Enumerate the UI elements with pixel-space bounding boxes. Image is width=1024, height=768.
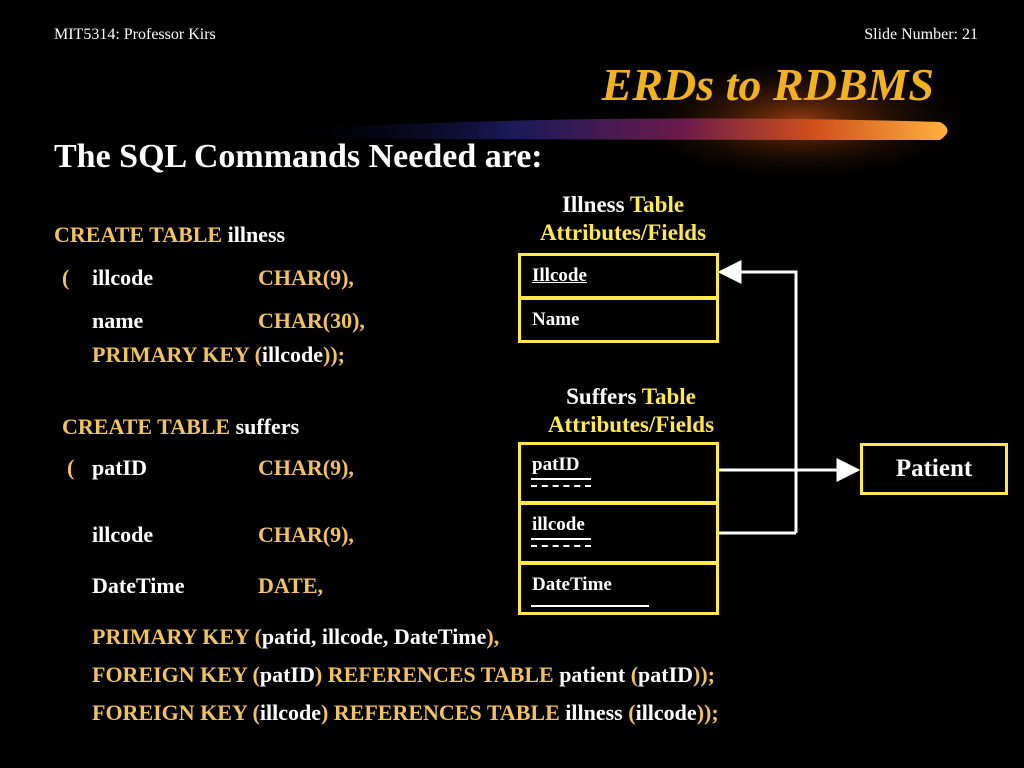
sql-ref-table: illness xyxy=(565,700,623,725)
suffers-field-datetime: DateTime xyxy=(518,562,719,615)
sql-field-type: CHAR(9), xyxy=(258,522,354,547)
suffers-field-illcode: illcode xyxy=(518,502,719,564)
illcode-reference-line xyxy=(717,260,798,533)
illness-field-name: Name xyxy=(518,297,719,343)
sql-key-field: illcode xyxy=(259,700,321,725)
sql-key-field: illcode xyxy=(261,342,324,367)
field-label: DateTime xyxy=(532,574,612,595)
sql-keyword: FOREIGN KEY ( xyxy=(92,700,260,725)
sql-field-name: illcode xyxy=(92,265,154,290)
sql-table-name: suffers xyxy=(235,414,300,439)
sql-field-name: name xyxy=(92,308,144,333)
sql-field-name: illcode xyxy=(92,522,154,547)
heading-text: Attributes/Fields xyxy=(539,220,707,245)
sql-field-name: patID xyxy=(92,455,148,480)
sql-punct: )); xyxy=(696,700,719,725)
sql-open-paren: ( xyxy=(67,455,75,480)
illness-table-heading: Illness Table Attributes/Fields xyxy=(500,191,746,247)
sql-keyword: ) REFERENCES TABLE xyxy=(314,662,554,687)
slide-number: Slide Number: 21 xyxy=(864,26,978,43)
course-label: MIT5314: Professor Kirs xyxy=(54,26,216,43)
sql-keyword: FOREIGN KEY ( xyxy=(92,662,260,687)
slide-title: ERDs to RDBMS xyxy=(601,59,934,110)
sql-primary-key: PRIMARY KEY (patid, illcode, DateTime), xyxy=(92,624,499,650)
key-underline xyxy=(531,605,649,607)
sql-punct: ( xyxy=(622,700,636,725)
sql-keyword: CREATE TABLE xyxy=(54,222,223,247)
patient-entity-box: Patient xyxy=(860,443,1008,495)
key-underline xyxy=(531,538,591,540)
foreign-key-dashes xyxy=(531,485,591,487)
sql-punct: ), xyxy=(486,624,500,649)
sql-field-type: DATE, xyxy=(258,573,323,598)
heading-text: Table xyxy=(629,192,685,217)
sql-ref-field: patID xyxy=(638,662,694,687)
heading-text: Attributes/Fields xyxy=(547,412,715,437)
heading-text: Suffers xyxy=(566,384,637,409)
suffers-field-patid: patID xyxy=(518,442,719,504)
sql-foreign-key-patid: FOREIGN KEY (patID) REFERENCES TABLE pat… xyxy=(92,662,715,688)
heading-text: Illness xyxy=(561,192,625,217)
sql-key-field: patID xyxy=(259,662,315,687)
field-label: patID xyxy=(532,454,580,475)
sql-keyword: PRIMARY KEY ( xyxy=(92,342,262,367)
sql-ref-field: illcode xyxy=(635,700,697,725)
sql-foreign-key-illcode: FOREIGN KEY (illcode) REFERENCES TABLE i… xyxy=(92,700,719,726)
sql-key-fields: patid, illcode, DateTime xyxy=(261,624,487,649)
swoosh-decoration xyxy=(280,60,970,180)
sql-punct: )); xyxy=(693,662,716,687)
sql-keyword: PRIMARY KEY ( xyxy=(92,624,262,649)
patient-label: Patient xyxy=(895,455,973,482)
sql-create-illness: CREATE TABLE illness xyxy=(54,222,285,248)
sql-punct: )); xyxy=(323,342,346,367)
sql-field-type: CHAR(9), xyxy=(258,455,354,480)
sql-table-name: illness xyxy=(227,222,286,247)
heading-text: Table xyxy=(641,384,696,409)
sql-field-type: CHAR(9), xyxy=(258,265,354,290)
sql-open-paren: ( xyxy=(62,265,70,290)
illness-field-illcode: Illcode xyxy=(518,253,719,299)
sql-ref-table: patient xyxy=(559,662,626,687)
sql-keyword: CREATE TABLE xyxy=(62,414,231,439)
sql-field-type: CHAR(30), xyxy=(258,308,365,333)
sql-keyword: ) REFERENCES TABLE xyxy=(320,700,560,725)
foreign-key-dashes xyxy=(531,545,591,547)
field-label: Illcode xyxy=(532,265,587,286)
key-underline xyxy=(531,478,591,480)
field-label: Name xyxy=(532,309,580,330)
sql-punct: ( xyxy=(625,662,639,687)
field-label: illcode xyxy=(532,514,585,535)
sql-create-suffers: CREATE TABLE suffers xyxy=(62,414,299,440)
suffers-table-heading: Suffers Table Attributes/Fields xyxy=(508,383,754,439)
sql-field-name: DateTime xyxy=(92,573,185,598)
slide-subtitle: The SQL Commands Needed are: xyxy=(54,138,543,175)
sql-primary-key: PRIMARY KEY (illcode)); xyxy=(92,342,345,368)
